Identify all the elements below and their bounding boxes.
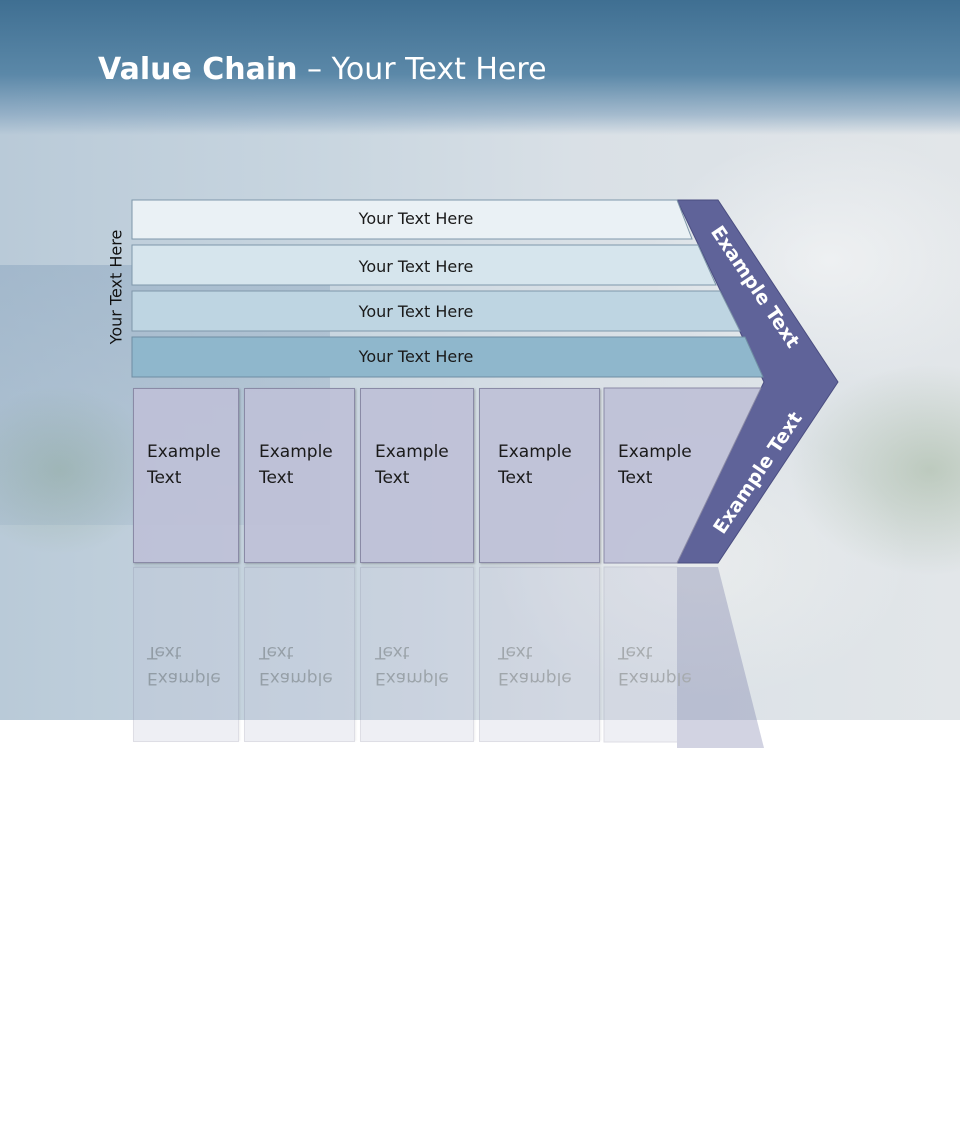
- chevron-arrow: [676, 199, 839, 564]
- band-2[interactable]: [131, 244, 717, 286]
- value-chain-diagram: Your Text Here Your Text Here Your Text …: [131, 199, 839, 564]
- box-3-label: Example Text: [375, 442, 449, 488]
- band-4-label: Your Text Here: [358, 347, 474, 366]
- slide-title: Value Chain – Your Text Here: [98, 52, 547, 87]
- band-3-label: Your Text Here: [358, 302, 474, 321]
- box-3[interactable]: [360, 388, 474, 563]
- box-2-label: Example Text: [259, 442, 333, 488]
- band-1[interactable]: [131, 199, 693, 240]
- band-2-label: Your Text Here: [358, 257, 474, 276]
- title-rest: – Your Text Here: [297, 52, 547, 87]
- box-5-label: Example Text: [618, 442, 692, 488]
- header-band: [0, 0, 960, 135]
- band-4[interactable]: [131, 336, 764, 378]
- box-2[interactable]: [244, 388, 355, 563]
- box-4-label: Example Text: [498, 442, 572, 488]
- title-bold: Value Chain: [98, 52, 298, 87]
- band-3[interactable]: [131, 290, 741, 332]
- box-1-label: Example Text: [147, 442, 221, 488]
- band-1-label: Your Text Here: [358, 209, 474, 228]
- box-4[interactable]: [479, 388, 600, 563]
- box-5-shape[interactable]: [603, 387, 762, 564]
- box-1[interactable]: [133, 388, 239, 563]
